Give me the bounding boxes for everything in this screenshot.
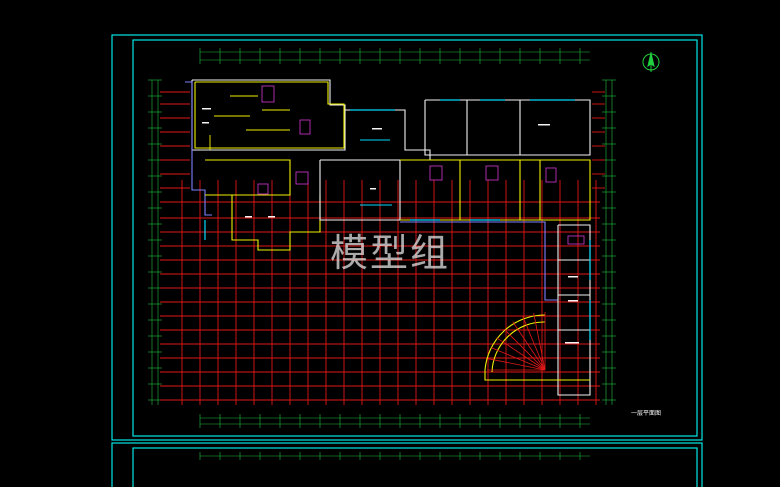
outer-sheet-frame bbox=[111, 34, 703, 441]
drawing-title: 一层平面图 bbox=[631, 410, 662, 417]
radial-line bbox=[533, 313, 546, 371]
room-fittings bbox=[209, 85, 585, 245]
semicircular-hall-radials bbox=[487, 312, 546, 371]
radial-line bbox=[522, 316, 546, 371]
radial-line bbox=[496, 337, 546, 371]
radial-line bbox=[512, 321, 546, 371]
sheet-frames bbox=[111, 34, 703, 487]
left-wing-yellow-wall bbox=[194, 81, 345, 149]
radial-line bbox=[488, 358, 546, 371]
windows bbox=[204, 99, 591, 340]
second-sheet-inner-frame bbox=[132, 447, 698, 487]
east-rooms bbox=[557, 224, 591, 396]
courtyard-corridor bbox=[400, 221, 558, 301]
inner-sheet-frame bbox=[132, 39, 698, 437]
second-sheet-outer-frame bbox=[111, 442, 703, 487]
north-arrow-icon bbox=[642, 52, 660, 72]
dimension-lines bbox=[148, 48, 616, 460]
radial-line bbox=[503, 328, 546, 371]
radial-line bbox=[491, 347, 546, 371]
left-middle-wing bbox=[205, 159, 291, 196]
left-lower-rooms bbox=[231, 195, 321, 251]
semicircular-hall-wall bbox=[484, 314, 546, 381]
room-label-marks bbox=[202, 108, 579, 344]
left-bay-outline bbox=[185, 81, 212, 216]
